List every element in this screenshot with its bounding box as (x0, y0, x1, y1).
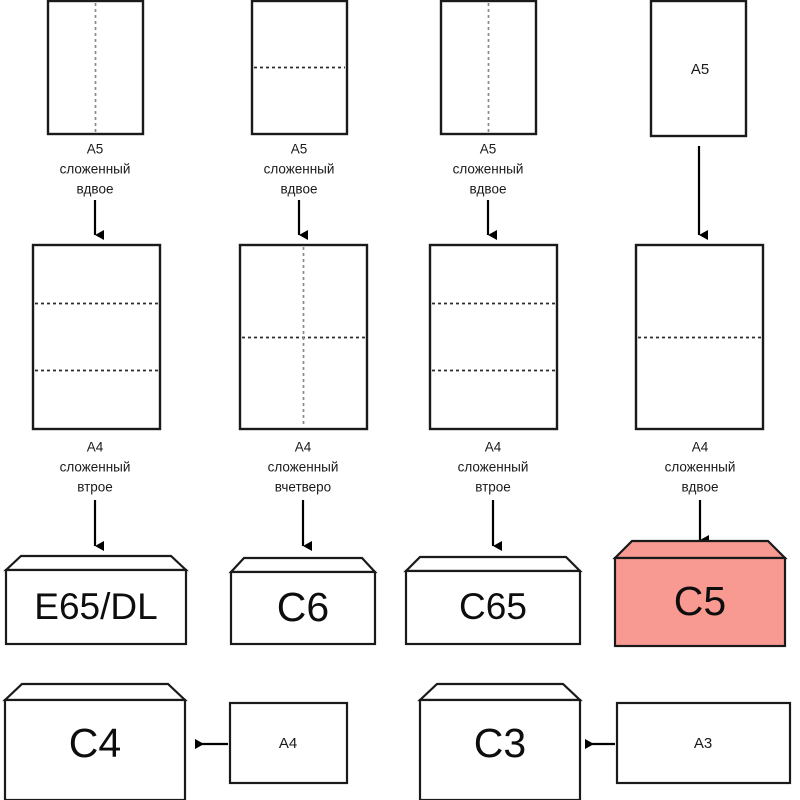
col1-top-caption-line3: вдвое (77, 182, 114, 197)
col1-top-caption-line2: сложенный (60, 162, 131, 177)
envelope-c5[interactable]: C5 (612, 539, 788, 648)
envelope-c4-label: C4 (69, 720, 121, 766)
col3-mid-caption: A4 сложенный втрое (458, 440, 529, 495)
col2-mid-caption: A4 сложенный вчетверо (268, 440, 339, 495)
col2-a5-sheet (250, 0, 349, 136)
col4-mid-caption-line3: вдвое (682, 480, 719, 495)
col3-top-caption-line3: вдвое (470, 182, 507, 197)
envelope-c65[interactable]: C65 (403, 555, 583, 646)
col1-top-caption-line1: A5 (87, 142, 104, 157)
col2-a4-sheet (238, 243, 369, 431)
bottom-a4-sheet-label: A4 (279, 735, 297, 752)
col4-mid-caption: A4 сложенный вдвое (665, 440, 736, 495)
col2-top-caption: A5 сложенный вдвое (264, 142, 335, 197)
envelope-c6[interactable]: C6 (228, 556, 378, 646)
col3-a4-sheet (428, 243, 559, 431)
bottom-a4-sheet: A4 (228, 701, 349, 785)
col2-top-caption-line2: сложенный (264, 162, 335, 177)
col2-mid-caption-line3: вчетверо (275, 480, 331, 495)
bottom-a3-sheet-label: A3 (694, 735, 712, 752)
envelope-e65-dl[interactable]: E65/DL (3, 554, 189, 646)
envelope-c3[interactable]: C3 (417, 682, 583, 800)
col3-mid-caption-line2: сложенный (458, 460, 529, 475)
envelope-c5-label: C5 (674, 578, 726, 624)
col4-a5-sheet: A5 (649, 0, 748, 138)
col4-a4-sheet (634, 243, 765, 431)
col3-mid-caption-line1: A4 (485, 440, 502, 455)
col2-mid-caption-line1: A4 (295, 440, 312, 455)
col4-a5-inner-label: A5 (691, 61, 709, 78)
envelope-c3-label: C3 (474, 720, 526, 766)
envelope-c4[interactable]: C4 (2, 682, 188, 800)
col1-a4-sheet (31, 243, 162, 431)
col2-mid-caption-line2: сложенный (268, 460, 339, 475)
envelope-c6-label: C6 (277, 584, 329, 630)
bottom-a3-sheet: A3 (615, 701, 792, 785)
col1-mid-caption: A4 сложенный втрое (60, 440, 131, 495)
col1-top-caption: A5 сложенный вдвое (60, 142, 131, 197)
col3-a5-sheet (439, 0, 538, 136)
envelope-e65-dl-label: E65/DL (34, 586, 157, 627)
col2-top-caption-line3: вдвое (281, 182, 318, 197)
col3-top-caption: A5 сложенный вдвое (453, 142, 524, 197)
col3-top-caption-line2: сложенный (453, 162, 524, 177)
col2-top-caption-line1: A5 (291, 142, 308, 157)
col4-mid-caption-line2: сложенный (665, 460, 736, 475)
envelope-c65-label: C65 (459, 586, 527, 627)
col1-mid-caption-line1: A4 (87, 440, 104, 455)
col3-mid-caption-line3: втрое (475, 480, 511, 495)
col4-mid-caption-line1: A4 (692, 440, 709, 455)
col1-mid-caption-line3: втрое (77, 480, 113, 495)
col1-mid-caption-line2: сложенный (60, 460, 131, 475)
col3-top-caption-line1: A5 (480, 142, 497, 157)
col1-a5-sheet (46, 0, 145, 136)
